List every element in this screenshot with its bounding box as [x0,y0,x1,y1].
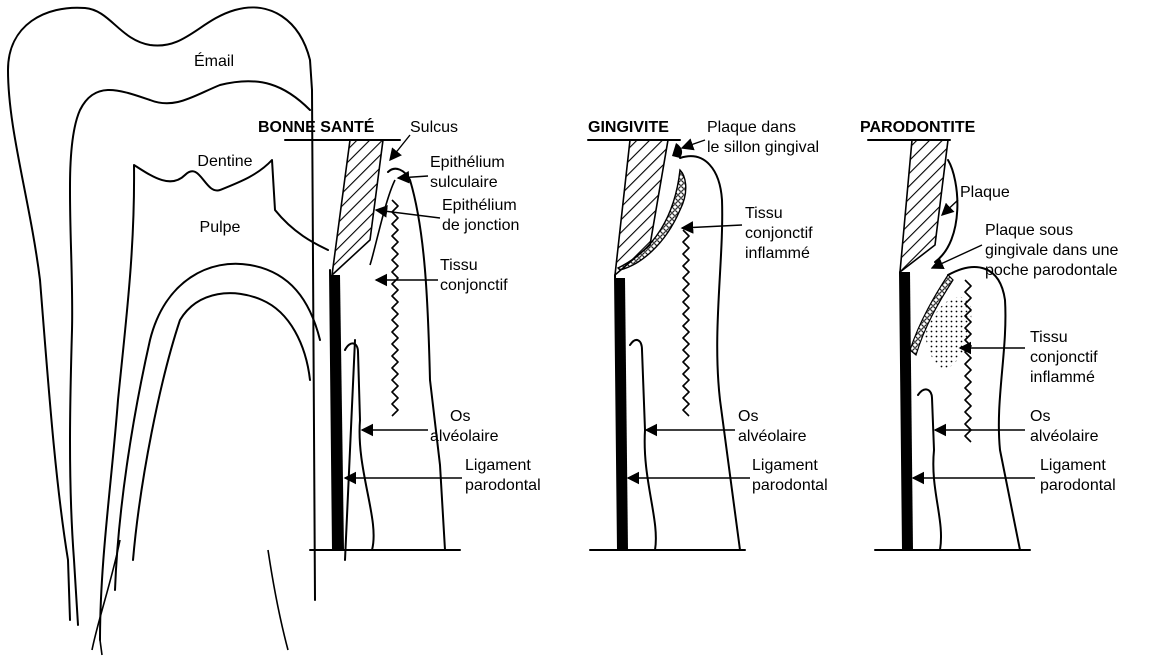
enamel-hatched [900,140,948,272]
inflamed-tissue-label-1: Tissu [745,205,783,222]
ligament-label-1: Ligament [465,457,531,474]
panel-periodontitis: PARODONTITE Plaque Plaque sous gingivale… [860,119,1119,550]
alveolar-bone-label-1: Os [1030,408,1050,425]
connective-tissue-label-2: conjonctif [440,277,508,294]
inflamed-tissue-label-1: Tissu [1030,329,1068,346]
epithelium-ridges [392,200,398,416]
dentin-label: Dentine [197,153,252,170]
root-end-left [100,640,102,655]
pulp-label: Pulpe [200,219,241,236]
inflamed-tissue-label-3: inflammé [745,245,810,262]
alveolar-bone-label-2: alvéolaire [738,428,807,445]
dentin-outline [70,81,310,625]
sulcular-epithelium-arrow [398,176,428,178]
sulcular-epithelium-label-2: sulculaire [430,174,498,191]
junctional-epithelium-label-1: Epithélium [442,197,517,214]
alveolar-bone-label-2: alvéolaire [1030,428,1099,445]
ligament-label-1: Ligament [752,457,818,474]
nerve-right [268,550,288,650]
subgingival-plaque-arrow [932,245,982,268]
plaque-sulcus-label-1: Plaque dans [707,119,796,136]
sulcus-label: Sulcus [410,119,458,136]
alveolar-bone-edge [345,340,355,560]
tooth-illustration: Émail Dentine Pulpe [8,7,328,655]
inflamed-tissue-label-2: conjonctif [745,225,813,242]
ligament-label-2: parodontal [465,477,541,494]
plaque-sulcus-label-2: le sillon gingival [707,139,819,156]
inflamed-tissue-label-2: conjonctif [1030,349,1098,366]
ligament-label-2: parodontal [752,477,828,494]
plaque-arrow [942,200,958,215]
subgingival-plaque-label-2: gingivale dans une [985,242,1119,259]
alveolar-bone-label-2: alvéolaire [430,428,499,445]
plaque-sulcus [672,143,682,158]
plaque-label: Plaque [960,184,1010,201]
gingiva-outline [388,169,445,550]
alveolar-bone [918,389,941,550]
inflamed-tissue-label-3: inflammé [1030,369,1095,386]
sulcus-arrow [390,135,410,160]
ligament-label-1: Ligament [1040,457,1106,474]
root-canal-inner [133,293,310,560]
junctional-epithelium-arrow [376,210,440,218]
alveolar-bone-label-1: Os [738,408,758,425]
alveolar-bone-label-1: Os [450,408,470,425]
outer-root-right [312,90,315,600]
gingiva-outline [680,156,740,550]
alveolar-bone [630,340,656,550]
ligament-label-2: parodontal [1040,477,1116,494]
enamel-label: Émail [194,51,234,70]
panel-periodontitis-title: PARODONTITE [860,119,976,136]
inflamed-tissue-arrow [682,225,742,228]
nerve-left [92,540,120,650]
subgingival-plaque-label-1: Plaque sous [985,222,1073,239]
connective-tissue-label-1: Tissu [440,257,478,274]
epithelium-ridges [683,230,689,416]
enamel-hatched [332,140,383,275]
plaque-sulcus-arrow [682,140,705,148]
root-canal-outline [115,264,320,590]
panel-gingivitis: GINGIVITE Plaque dans le sillon gingival… [588,119,828,550]
panel-healthy-title: BONNE SANTÉ [258,117,375,136]
subgingival-plaque-label-3: poche parodontale [985,262,1118,279]
panel-gingivitis-title: GINGIVITE [588,119,669,136]
junctional-epithelium-label-2: de jonction [442,217,519,234]
sulcular-epithelium-label-1: Epithélium [430,154,505,171]
panel-healthy: BONNE SANTÉ Sulcus Epithélium sulculaire… [258,117,541,560]
